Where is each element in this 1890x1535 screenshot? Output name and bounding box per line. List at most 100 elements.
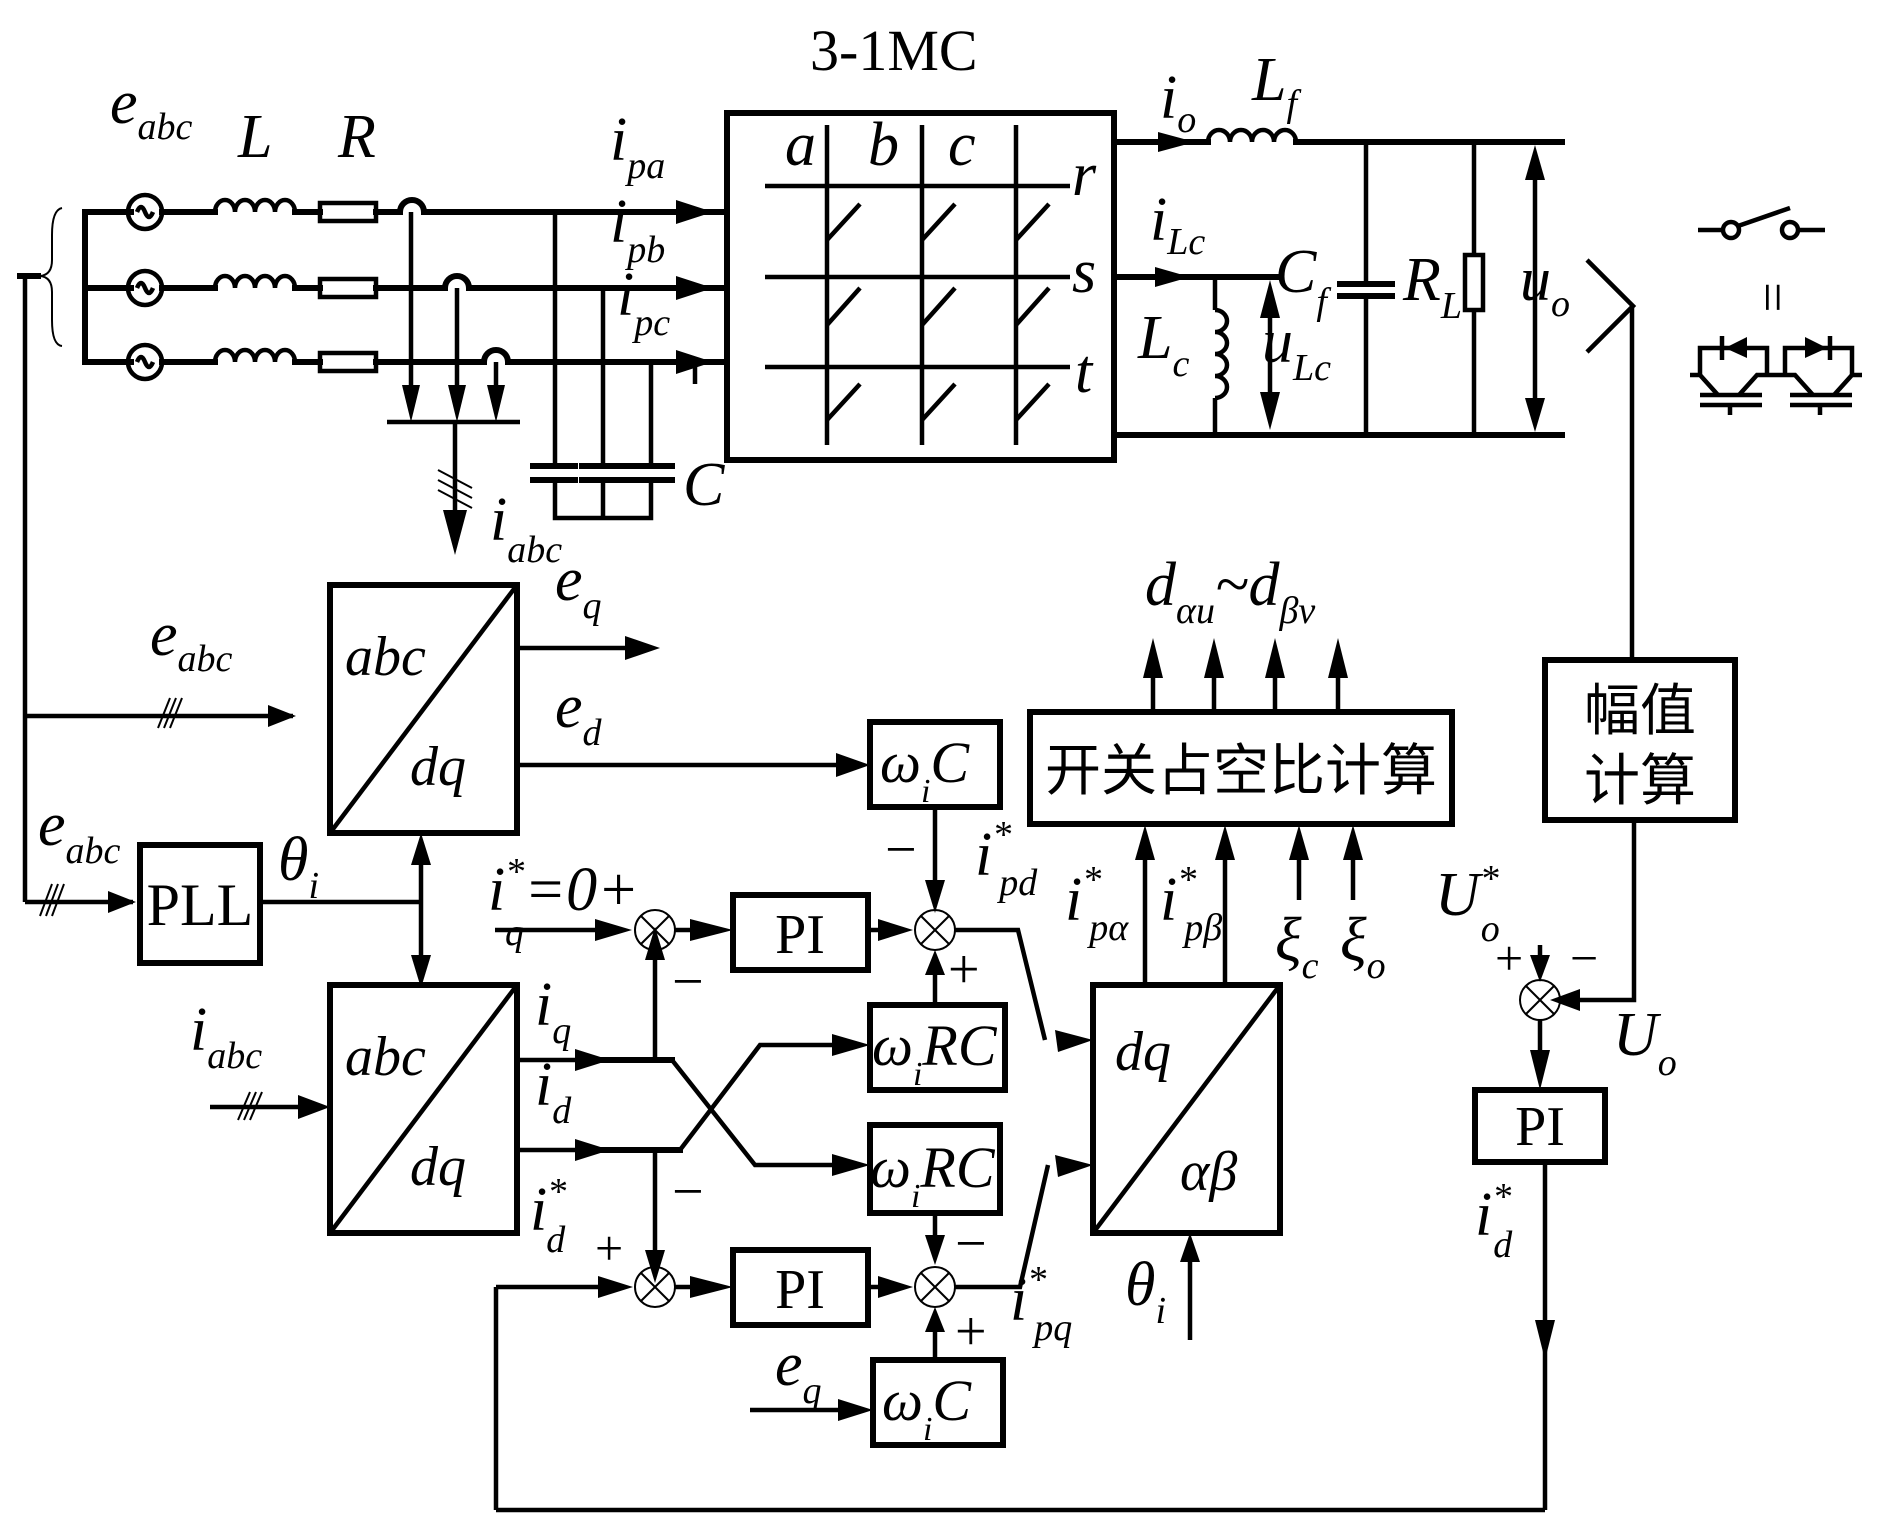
sign-minus: −	[672, 951, 704, 1013]
pi-label-d: PI	[775, 1259, 825, 1321]
label-xi-o: ξo	[1340, 906, 1386, 987]
inductor-icon	[1214, 307, 1230, 401]
abc-dq-transform-top	[327, 582, 520, 836]
sign-minus: −	[955, 1213, 987, 1275]
inductor-icon	[212, 347, 298, 363]
three-phase-source	[17, 192, 725, 555]
duty-ratio-block	[1027, 709, 1455, 827]
label-L-f: Lf	[1251, 46, 1301, 125]
duty-ratio-label: 开关占空比计算	[1045, 739, 1437, 804]
pi-block-d	[730, 1247, 871, 1328]
transform-top-dq: dq	[410, 736, 466, 798]
label-i-pd-ref: i*pd	[975, 814, 1038, 904]
label-duty-outputs: dαu~dβv	[1145, 551, 1315, 632]
resistor-icon	[317, 276, 379, 300]
label-i-abc-measure: iabc	[490, 486, 562, 571]
transform-bottom-abc: abc	[345, 1026, 426, 1088]
wRC-block-2	[867, 1122, 1003, 1216]
wC-bottom-label: ωiC	[882, 1368, 972, 1448]
label-C: C	[683, 451, 725, 519]
label-theta-i-2: θi	[1125, 1251, 1166, 1332]
label-theta-i: θi	[278, 826, 319, 907]
label-i-abc-in: iabc	[190, 996, 262, 1077]
pi-label-voltage: PI	[1515, 1096, 1565, 1158]
resistor-icon	[317, 350, 379, 374]
column-label-a: a	[785, 111, 816, 179]
column-label-c: c	[948, 111, 976, 179]
amplitude-calc-label-1: 幅值	[1584, 679, 1696, 744]
label-i-pc: ipc	[617, 261, 670, 344]
label-i-pa: ipa	[610, 106, 665, 187]
switch-legend: =	[1690, 205, 1862, 415]
wRC-label-1: ωiRC	[872, 1013, 998, 1093]
wRC-label-2: ωiRC	[870, 1135, 996, 1215]
label-Uo: Uo	[1613, 1001, 1677, 1084]
transform-dq-label: dq	[1115, 1021, 1171, 1083]
label-iq-ref-sub: q	[505, 912, 524, 954]
switch-icon	[1698, 205, 1825, 241]
label-i-Lc: iLc	[1150, 186, 1205, 263]
resistor-icon	[1462, 252, 1486, 313]
summing-junction-icon	[634, 1266, 676, 1308]
pi-block-q	[730, 892, 871, 973]
label-e-q-out: eq	[555, 546, 602, 627]
label-i-o: io	[1160, 64, 1196, 141]
amplitude-calc-block	[1542, 657, 1738, 823]
label-u-Lc: uLc	[1262, 308, 1331, 389]
label-Uo-ref: U*o	[1435, 858, 1500, 950]
amplitude-calc-label-2: 计算	[1584, 749, 1696, 814]
sign-minus: −	[885, 819, 917, 881]
label-L-c: Lc	[1137, 304, 1189, 385]
label-i-pb: ipb	[610, 188, 665, 271]
label-i-p-alpha: i*pα	[1065, 859, 1129, 949]
sign-minus: −	[1570, 930, 1598, 986]
control-wiring	[22, 276, 296, 917]
label-i-q: iq	[535, 971, 571, 1052]
sign-plus: +	[1495, 930, 1523, 986]
matrix-converter-block	[724, 110, 1117, 463]
label-iq-ref: i*=0+	[488, 851, 639, 924]
equals-sign: =	[1743, 282, 1803, 312]
row-label-s: s	[1072, 238, 1096, 306]
wC-top-label: ωiC	[880, 730, 970, 810]
converter-title: 3-1MC	[810, 18, 978, 83]
label-i-p-beta: i*pβ	[1160, 859, 1222, 949]
sign-plus: +	[948, 939, 980, 1001]
abc-dq-transform-bottom	[327, 982, 520, 1236]
label-id-ref: i*d	[530, 1171, 566, 1261]
label-e-abc-pll: eabc	[38, 791, 121, 872]
wRC-block-1	[867, 1002, 1008, 1093]
brace	[39, 207, 63, 347]
wC-bottom-block	[870, 1357, 1006, 1448]
label-xi-c: ξc	[1275, 906, 1319, 987]
column-label-b: b	[868, 111, 899, 179]
label-e-abc-transform: eabc	[150, 601, 233, 680]
pi-block-voltage	[1472, 1087, 1608, 1165]
sign-minus: −	[672, 1161, 704, 1223]
inductor-icon	[212, 197, 298, 213]
label-R-L: RL	[1402, 246, 1462, 327]
label-L: L	[237, 103, 272, 171]
label-id-ref-2: i*d	[1475, 1176, 1513, 1266]
pll-label: PLL	[147, 872, 254, 938]
label-u-o: uo	[1520, 246, 1570, 325]
summing-junction-icon	[914, 1266, 956, 1308]
output-filter	[1111, 127, 1637, 660]
label-i-pq-ref: i*pq	[1010, 1259, 1072, 1349]
transform-alphabeta-label: αβ	[1180, 1141, 1237, 1203]
sign-plus: +	[955, 1301, 987, 1363]
transform-top-abc: abc	[345, 626, 426, 688]
label-e-q-in: eq	[775, 1331, 822, 1412]
bidirectional-igbt-icon	[1690, 336, 1862, 415]
label-i-d: id	[535, 1051, 572, 1132]
dq-alphabeta-transform	[1090, 982, 1283, 1236]
label-e-d: ed	[555, 673, 603, 754]
sign-plus: +	[595, 1220, 623, 1276]
crossover-wiring	[517, 927, 870, 1283]
transform-bottom-dq: dq	[410, 1136, 466, 1198]
wC-top-block	[867, 719, 1003, 810]
resistor-icon	[317, 200, 379, 224]
row-label-r: r	[1072, 141, 1097, 209]
row-label-t: t	[1075, 338, 1094, 406]
